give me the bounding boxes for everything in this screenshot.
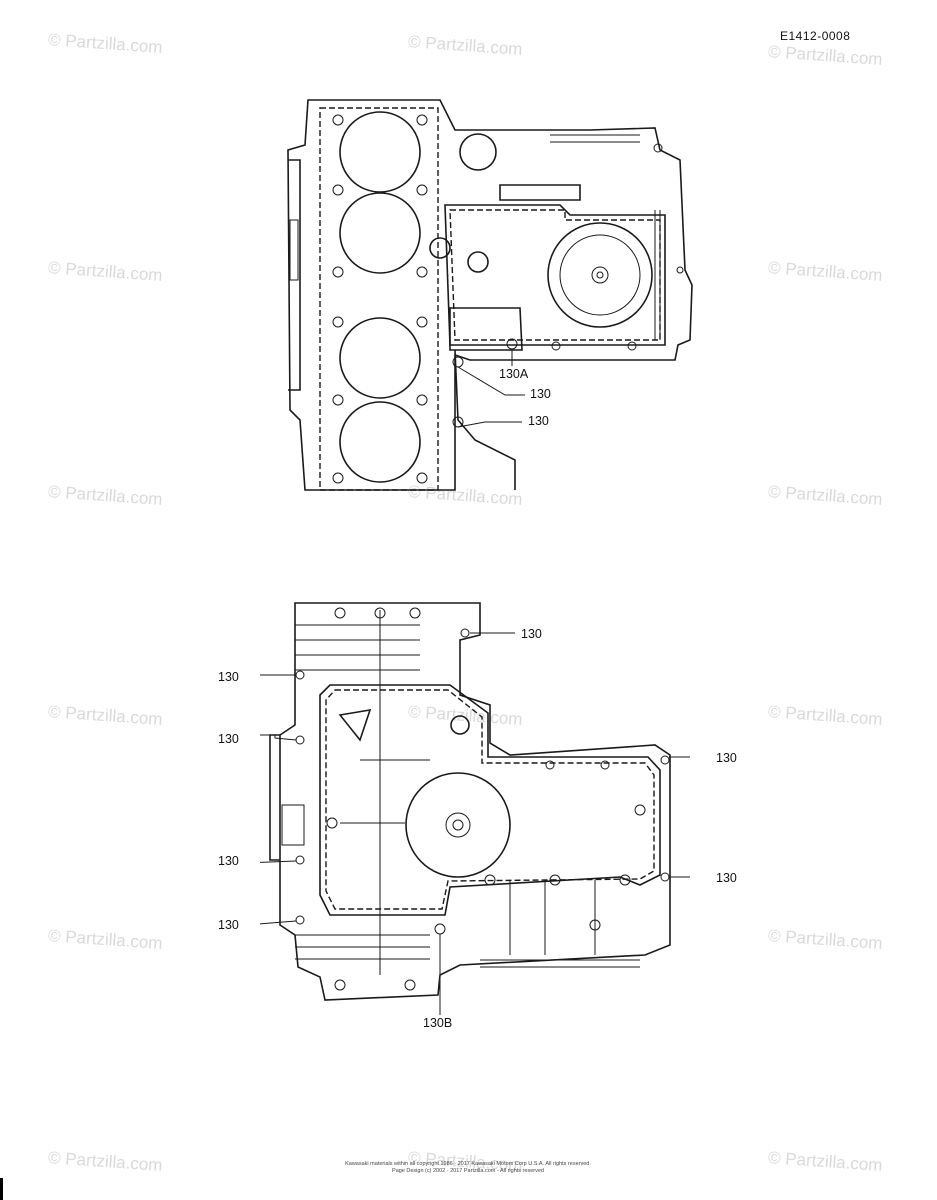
watermark: © Partzilla.com [767, 702, 884, 729]
callout-130b: 130B [423, 1016, 453, 1030]
watermark: © Partzilla.com [47, 702, 164, 729]
callout-130: 130 [521, 627, 542, 641]
watermark: © Partzilla.com [47, 1148, 164, 1175]
callout-130: 130 [218, 732, 239, 746]
upper-crankcase-drawing [287, 99, 693, 491]
scan-edge-mark [0, 1178, 3, 1200]
watermark: © Partzilla.com [47, 926, 164, 953]
callout-130: 130 [716, 751, 737, 765]
watermark: © Partzilla.com [767, 482, 884, 509]
copyright-line-1: Kawasaki materials within all copyright … [345, 1161, 591, 1167]
watermark: © Partzilla.com [47, 482, 164, 509]
watermark: © Partzilla.com [767, 1148, 884, 1175]
diagram-reference-code: E1412-0008 [780, 29, 851, 43]
watermark: © Partzilla.com [767, 258, 884, 285]
copyright-line-2: Page Design (c) 2002 - 2017 Partzilla.co… [392, 1168, 544, 1174]
callout-130: 130 [530, 387, 551, 401]
watermark: © Partzilla.com [767, 42, 884, 69]
callout-130: 130 [218, 670, 239, 684]
lower-crankcase-drawing [260, 602, 690, 1015]
watermark: © Partzilla.com [47, 30, 164, 57]
callout-130: 130 [218, 918, 239, 932]
copyright-footer: Kawasaki materials within all copyright … [308, 1161, 628, 1175]
callout-130a: 130A [499, 367, 529, 381]
callout-130: 130 [218, 854, 239, 868]
callout-130: 130 [528, 414, 549, 428]
callout-130: 130 [716, 871, 737, 885]
watermark: © Partzilla.com [47, 258, 164, 285]
watermark: © Partzilla.com [407, 32, 524, 59]
watermark: © Partzilla.com [767, 926, 884, 953]
